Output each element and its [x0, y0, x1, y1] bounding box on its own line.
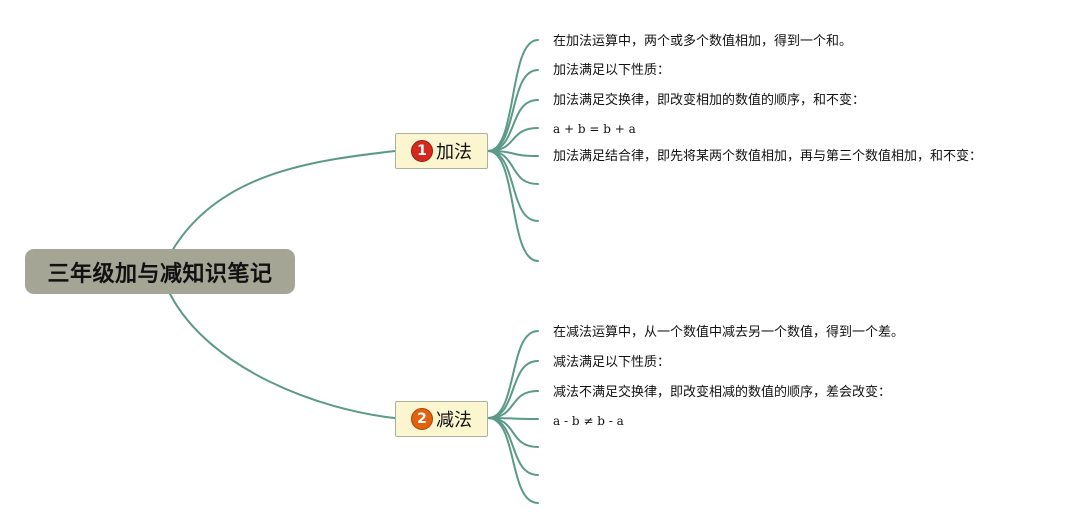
root-topic-label: 三年级加与减知识笔记: [47, 261, 273, 287]
connector-root-to-subtraction: [169, 293, 396, 419]
connector-root-to-addition: [171, 150, 396, 252]
subtraction-leaf-commutative[interactable]: 减法不满足交换律，即改变相减的数值的顺序，差会改变：: [553, 385, 892, 400]
connector-subtraction-leaf-1: [487, 330, 539, 419]
addition-leaf-commutative[interactable]: 加法满足交换律，即改变相加的数值的顺序，和不变：: [553, 93, 866, 108]
connector-addition-leaf-1: [487, 39, 539, 152]
subtraction-leaf-formula[interactable]: a - b ≠ b - a: [553, 414, 624, 428]
branch-addition-label: 加法: [436, 142, 472, 163]
connector-addition-leaf-8: [487, 150, 539, 262]
addition-leaf-formula[interactable]: a + b = b + a: [553, 122, 636, 136]
root-topic[interactable]: 三年级加与减知识笔记: [25, 249, 295, 294]
number-1-badge-icon: 1: [411, 140, 433, 162]
connector-subtraction-leaf-3: [487, 390, 539, 419]
connector-subtraction-leaf-5: [487, 417, 539, 448]
addition-leaf-associative[interactable]: 加法满足结合律，即先将某两个数值相加，再与第三个数值相加，和不变：: [553, 149, 983, 164]
subtraction-leaf-definition[interactable]: 在减法运算中，从一个数值中减去另一个数值，得到一个差。: [553, 325, 905, 340]
branch-addition[interactable]: 1 加法: [395, 133, 488, 169]
addition-leaf-definition[interactable]: 在加法运算中，两个或多个数值相加，得到一个和。: [553, 34, 853, 49]
branch-subtraction-label: 减法: [436, 410, 472, 431]
addition-leaf-properties[interactable]: 加法满足以下性质：: [553, 63, 671, 78]
connector-addition-leaf-2: [487, 69, 539, 152]
branch-subtraction[interactable]: 2 减法: [395, 401, 488, 437]
connector-subtraction-leaf-2: [487, 360, 539, 419]
subtraction-leaf-properties[interactable]: 减法满足以下性质：: [553, 355, 671, 370]
number-2-badge-icon: 2: [411, 408, 433, 430]
connector-subtraction-leaf-7: [487, 417, 539, 504]
